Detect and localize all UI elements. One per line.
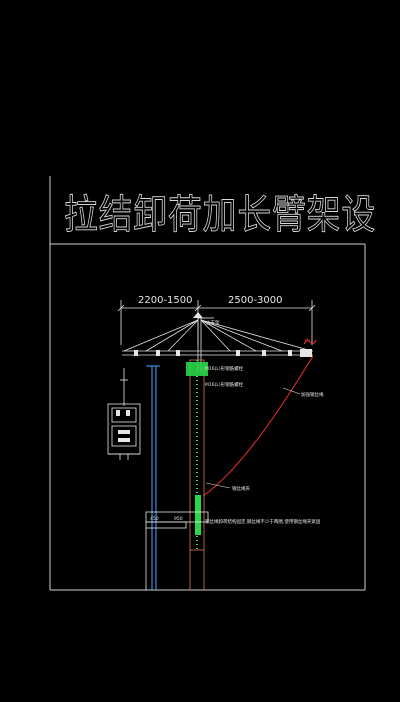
anchor-label-2: M16(L)形钢筋螺栓 [205,381,244,388]
rope-label: 加强钢丝绳 [301,391,324,398]
hook-mark-label: E [305,337,312,343]
dimension-left: 2200-1500 [138,295,193,306]
top-marker-label: 上支架 [206,319,220,326]
drawing-title: 拉结卸荷加长臂架设 [64,192,376,238]
basket-detail [116,410,130,442]
floor-slab [145,511,209,590]
bottom-note: 钢丝绳卸荷结构固定,钢丝绳不少于两圈,使用钢丝绳夹紧固 [205,518,321,525]
wire-leader [205,482,231,489]
rope-leader [282,387,301,395]
column [186,359,208,590]
wire-clamp-label: 钢丝绳夹 [232,485,250,492]
slab-right-value: 950 [174,516,183,522]
drawing-frame [49,176,366,591]
reinforcing-rope [202,355,314,497]
suspended-basket [107,368,141,460]
arm-ticks [134,349,312,357]
slab-left-value: 450 [150,516,159,522]
building-wall [146,365,160,590]
hook-mark [303,339,317,345]
dimension-right: 2500-3000 [228,295,283,306]
anchor-label-1: M16(L)形钢筋螺栓 [205,365,244,372]
